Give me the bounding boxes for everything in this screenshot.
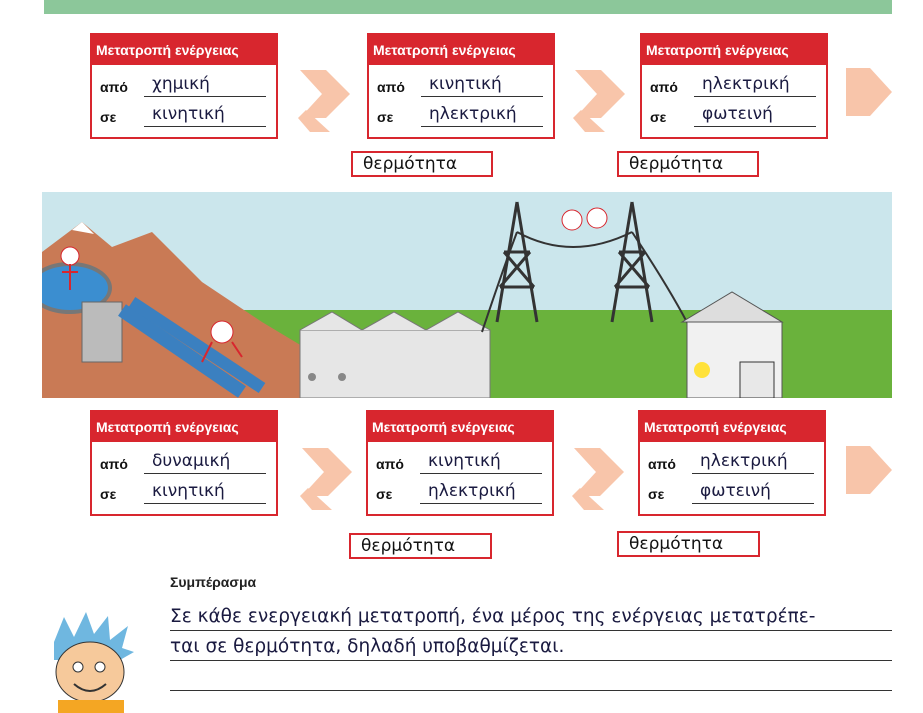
conversion-box-bottom-1: Μετατροπή ενέργειας από δυναμική σε κινητι… xyxy=(90,410,278,516)
to-label: σε xyxy=(100,109,117,125)
energy-chain-scene xyxy=(42,192,892,398)
pylon-illustration xyxy=(481,201,693,333)
to-answer: κινητική xyxy=(144,103,266,127)
to-answer: φωτεινή xyxy=(692,480,814,504)
to-answer: ηλεκτρική xyxy=(420,480,542,504)
hydro-dam-illustration xyxy=(42,246,266,398)
from-label: από xyxy=(376,456,404,472)
to-label: σε xyxy=(100,486,117,502)
conversion-box-header: Μετατροπή ενέργειας xyxy=(368,412,552,442)
heat-box: θερμότητα xyxy=(349,533,492,559)
from-label: από xyxy=(100,456,128,472)
to-answer: ηλεκτρική xyxy=(421,103,543,127)
conversion-box-header: Μετατροπή ενέργειας xyxy=(642,35,826,65)
to-answer: φωτεινή xyxy=(694,103,816,127)
conversion-box-header: Μετατροπή ενέργειας xyxy=(640,412,824,442)
conversion-box-top-3: Μετατροπή ενέργειας από ηλεκτρική σε φωτει… xyxy=(640,33,828,139)
arrow-right-icon xyxy=(846,446,892,494)
cartoon-boy-icon xyxy=(54,612,134,713)
power-station-illustration xyxy=(299,311,491,398)
to-label: σε xyxy=(650,109,667,125)
heat-box: θερμότητα xyxy=(351,151,493,177)
arrow-right-icon xyxy=(300,448,352,510)
to-label: σε xyxy=(377,109,394,125)
conclusion-line-3 xyxy=(170,664,892,691)
conversion-box-top-2: Μετατροπή ενέργειας από κινητική σε ηλεκτρ… xyxy=(367,33,555,139)
conversion-box-bottom-2: Μετατροπή ενέργειας από κινητική σε ηλεκτρ… xyxy=(366,410,554,516)
top-illustration-strip xyxy=(44,0,892,14)
heat-box: θερμότητα xyxy=(617,151,759,177)
from-answer: χημική xyxy=(144,73,266,97)
from-label: από xyxy=(648,456,676,472)
to-answer: κινητική xyxy=(144,480,266,504)
conversion-box-header: Μετατροπή ενέργειας xyxy=(92,35,276,65)
from-answer: κινητική xyxy=(421,73,543,97)
conclusion-line-2: ται σε θερμότητα, δηλαδή υποβαθμίζεται. xyxy=(170,634,892,661)
from-answer: δυναμική xyxy=(144,450,266,474)
to-label: σε xyxy=(376,486,393,502)
arrow-right-icon xyxy=(846,68,892,116)
to-label: σε xyxy=(648,486,665,502)
from-answer: ηλεκτρική xyxy=(692,450,814,474)
from-label: από xyxy=(377,79,405,95)
heat-box: θερμότητα xyxy=(617,531,760,557)
conversion-box-header: Μετατροπή ενέργειας xyxy=(369,35,553,65)
arrow-right-icon xyxy=(572,448,624,510)
from-label: από xyxy=(650,79,678,95)
from-answer: κινητική xyxy=(420,450,542,474)
conclusion-line-1: Σε κάθε ενεργειακή μετατροπή, ένα μέρος … xyxy=(170,604,892,631)
conversion-box-top-1: Μετατροπή ενέργειας από χημική σε κινητική xyxy=(90,33,278,139)
conversion-box-header: Μετατροπή ενέργειας xyxy=(92,412,276,442)
from-label: από xyxy=(100,79,128,95)
arrow-right-icon xyxy=(573,70,625,132)
from-answer: ηλεκτρική xyxy=(694,73,816,97)
conversion-box-bottom-3: Μετατροπή ενέργειας από ηλεκτρική σε φωτει… xyxy=(638,410,826,516)
arrow-right-icon xyxy=(298,70,350,132)
house-lamp-illustration xyxy=(680,291,784,398)
conclusion-title: Συμπέρασμα xyxy=(170,574,257,590)
